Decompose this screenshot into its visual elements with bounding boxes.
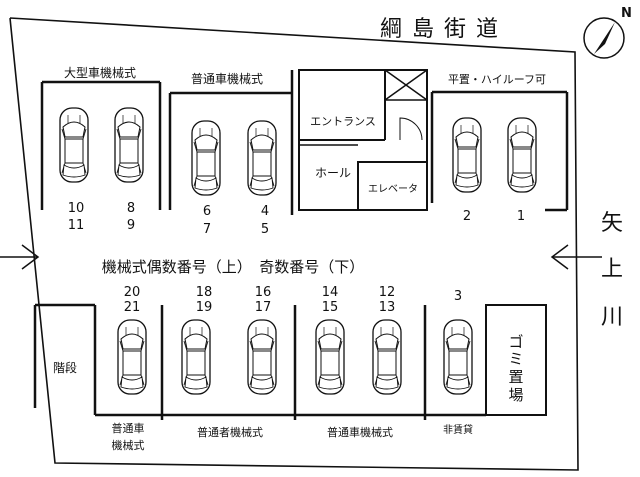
car: [181, 319, 211, 395]
slot-number: 14: [322, 285, 339, 300]
garbage-char-1: ゴ: [508, 333, 523, 351]
slot-number: 5: [261, 222, 269, 237]
slot-number: 1: [517, 209, 525, 224]
garbage-char-4: 場: [508, 386, 523, 404]
car: [247, 120, 277, 196]
slot-number: 18: [196, 285, 213, 300]
label-hall: ホール: [315, 166, 351, 180]
car: [191, 120, 221, 196]
building-core: [298, 69, 428, 211]
slot-number: 15: [322, 300, 339, 315]
slot-number: 3: [454, 289, 462, 304]
street-name: 綱島街道: [380, 17, 508, 42]
label-std-mech-br: 普通車機械式: [327, 425, 393, 439]
label-large-mech: 大型車機械式: [64, 65, 136, 80]
label-stairs: 階段: [53, 360, 77, 375]
label-std-mech-bl-2: 機械式: [112, 438, 145, 452]
slot-number: 17: [255, 300, 272, 315]
slot-number: 4: [261, 204, 269, 219]
car: [247, 319, 277, 395]
slot-number: 7: [203, 222, 211, 237]
slot-number: 12: [379, 285, 396, 300]
bottom-bay-lines: [33, 303, 547, 420]
slot-number: 19: [196, 300, 213, 315]
car: [315, 319, 345, 395]
car: [117, 319, 147, 395]
slot-numbers-top: 10 11 8 9 6 7 4 5 2 1: [68, 201, 525, 237]
car: [452, 117, 482, 193]
slot-numbers-bottom: 20 21 18 19 16 17 14 15 12 13 3: [124, 285, 462, 315]
slot-number: 21: [124, 300, 141, 315]
slot-number: 20: [124, 285, 141, 300]
label-flat-high-roof: 平置・ハイルーフ可: [448, 73, 546, 86]
compass-icon: N: [583, 6, 632, 59]
slot-number: 2: [463, 209, 471, 224]
slot-number: 9: [127, 218, 135, 233]
garbage-char-2: ミ: [508, 350, 523, 368]
site-outline: [9, 17, 579, 471]
car: [59, 107, 89, 183]
car: [507, 117, 537, 193]
slot-number: 13: [379, 300, 396, 315]
car: [114, 107, 144, 183]
slot-number: 10: [68, 201, 85, 216]
compass-north-label: N: [621, 6, 632, 21]
slot-number: 8: [127, 201, 135, 216]
river-char-1: 矢: [601, 211, 623, 236]
label-aisle-main: 機械式偶数番号（上） 奇数番号（下）: [102, 258, 365, 276]
river-name: 矢 上 川: [601, 211, 623, 330]
slot-number: 6: [203, 204, 211, 219]
label-std-mech-top: 普通車機械式: [191, 71, 263, 86]
label-std-mech-bl-1: 普通車: [112, 421, 145, 435]
label-not-for-rent: 非賃貸: [443, 423, 473, 436]
top-bay-lines: [40, 70, 569, 215]
arrow-left-icon: [0, 244, 40, 270]
slot-number: 16: [255, 285, 272, 300]
river-char-2: 上: [601, 257, 623, 282]
label-std-mech-bm: 普通者機械式: [197, 425, 263, 439]
slot-number: 11: [68, 218, 85, 233]
garbage-area-label: ゴ ミ 置 場: [508, 333, 523, 404]
car: [443, 319, 473, 395]
label-elevator: エレベータ: [368, 183, 418, 195]
river-char-3: 川: [601, 305, 623, 330]
label-entrance: エントランス: [310, 115, 376, 128]
arrow-right-icon: [550, 244, 602, 270]
garbage-char-3: 置: [508, 368, 523, 386]
car: [372, 319, 402, 395]
